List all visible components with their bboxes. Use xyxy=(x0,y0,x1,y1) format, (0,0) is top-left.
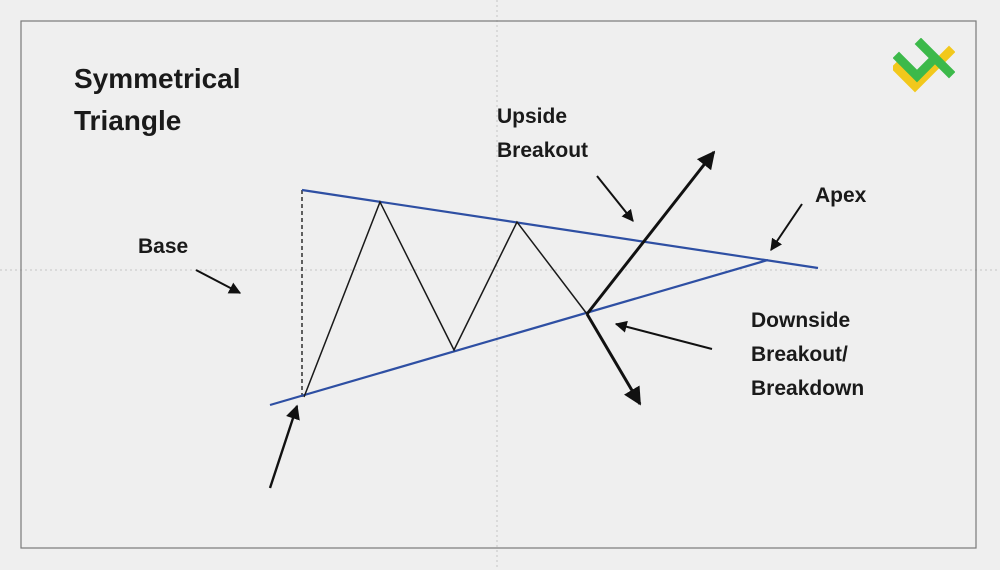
entry-pointer-arrow xyxy=(268,404,300,489)
downside-label-line-1: Downside xyxy=(751,309,851,332)
base-label: Base xyxy=(138,235,189,258)
price-zigzag-path xyxy=(303,200,588,398)
downside-label-line-3: Breakdown xyxy=(751,377,865,400)
upside-label-line-1: Upside xyxy=(497,105,568,128)
apex-pointer-arrow xyxy=(770,203,803,251)
upside-label-line-2: Breakout xyxy=(497,139,589,162)
downside-breakout-label: Downside Breakout/ Breakdown xyxy=(751,304,864,406)
upside-breakout-label: Upside Breakout xyxy=(497,100,588,168)
base-pointer-arrow xyxy=(195,269,242,294)
downside-label-line-2: Breakout/ xyxy=(751,343,848,366)
upside-breakout-arrow xyxy=(585,150,716,315)
title-line-1: Symmetrical xyxy=(74,63,241,94)
downside-pointer-arrow xyxy=(614,320,713,350)
diagram-frame xyxy=(20,20,977,549)
downside-breakdown-arrow xyxy=(585,313,642,406)
upside-pointer-arrow xyxy=(596,175,634,222)
lower-trendline xyxy=(269,258,769,407)
lfx-logo-icon xyxy=(893,38,955,93)
apex-label: Apex xyxy=(815,184,867,207)
diagram-title: Symmetrical Triangle xyxy=(74,58,241,142)
upper-trendline xyxy=(301,188,819,270)
title-line-2: Triangle xyxy=(74,105,182,136)
logo-green-x xyxy=(893,38,955,83)
